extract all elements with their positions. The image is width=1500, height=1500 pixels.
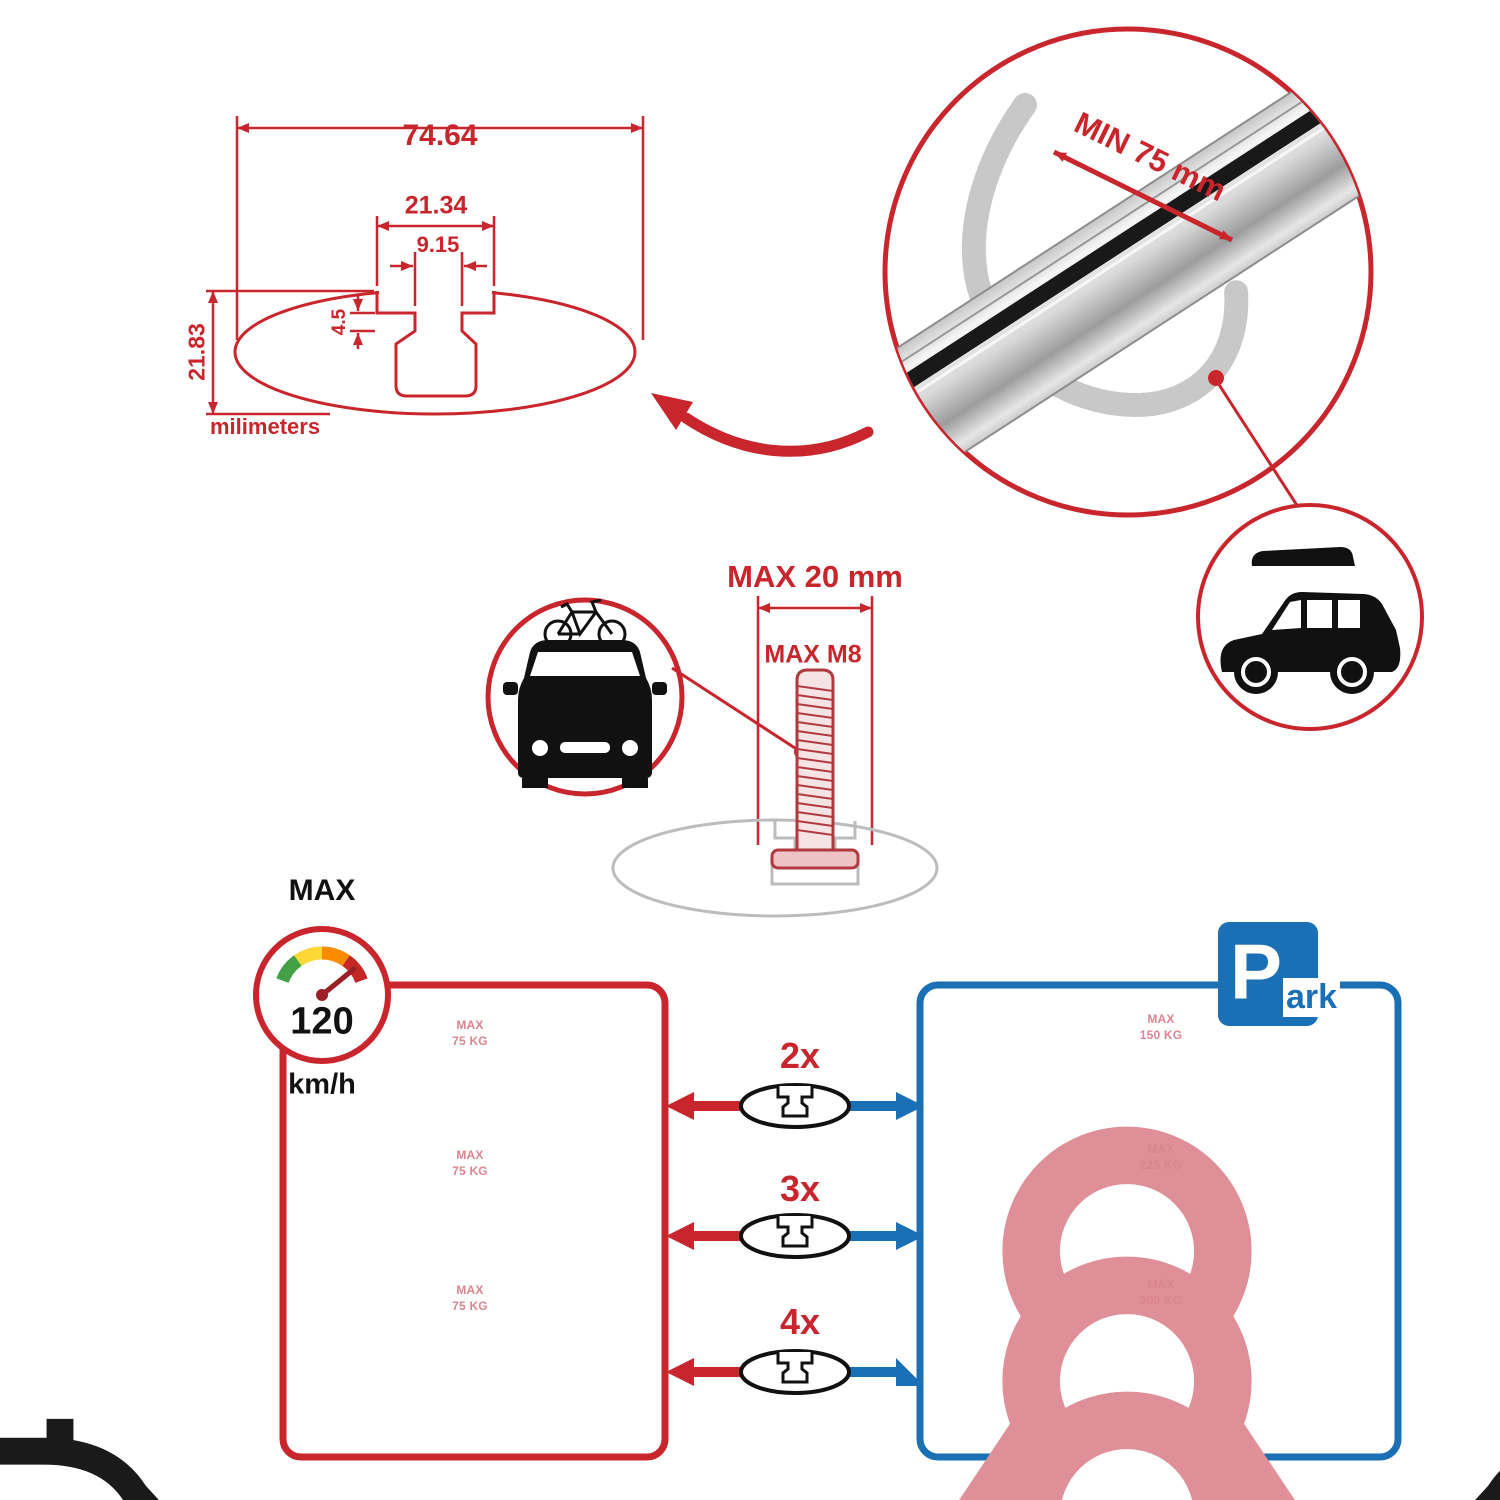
right-arrow-blue	[844, 1358, 924, 1386]
speed-zone-box	[279, 981, 669, 1461]
left-arrow-red	[666, 1092, 746, 1120]
parked-load-label-3: MAX 300 KG	[1140, 1277, 1183, 1308]
car-roofbox-circle	[1196, 503, 1424, 731]
profile-ghost	[611, 818, 939, 918]
left-arrow-red	[666, 1222, 746, 1250]
speed-unit: km/h	[288, 1068, 356, 1101]
dim-slot-outer: 21.34	[404, 191, 468, 220]
load-max: MAX	[1147, 1142, 1175, 1156]
t-bolt-icon	[770, 668, 860, 870]
min-span-arrow	[1052, 149, 1234, 243]
load-value: 300 KG	[1139, 1292, 1183, 1307]
bike-car-front-circle	[485, 597, 806, 797]
bar-detail-circle	[882, 26, 1374, 518]
unit-label: milimeters	[210, 414, 321, 439]
load-max: MAX	[1147, 1012, 1175, 1026]
load-value: 150 KG	[1139, 1027, 1183, 1042]
bar-count-4x: 4x	[779, 1301, 821, 1342]
bar-count-2x: 2x	[779, 1035, 821, 1076]
red-locator-dot	[1208, 370, 1224, 386]
bolt-thread-label: MAX M8	[764, 640, 862, 669]
driving-load-label-3: MAX 75 KG	[452, 1283, 488, 1314]
driving-load-label-1: MAX 75 KG	[452, 1018, 488, 1049]
pointer-arrow-to-profile	[651, 393, 874, 457]
load-value: 75 KG	[452, 1298, 488, 1313]
load-max: MAX	[456, 1018, 484, 1032]
parked-load-label-2: MAX 225 KG	[1140, 1142, 1183, 1173]
profile-cross-section-diagram	[206, 116, 645, 416]
left-arrow-red	[666, 1358, 746, 1386]
bar-ellipse-icon	[739, 1349, 851, 1395]
car-front-icon	[503, 640, 667, 788]
connector-line-to-car	[1214, 379, 1302, 511]
bolt-max-width-label: MAX 20 mm	[727, 559, 903, 594]
bar-count-3x: 3x	[779, 1168, 821, 1209]
bolt-diagram	[611, 596, 939, 918]
bar-ellipse-icon	[739, 1213, 851, 1259]
dim-total-width: 74.64	[402, 119, 478, 152]
right-arrow-blue	[844, 1092, 924, 1120]
driving-load-label-2: MAX 75 KG	[452, 1148, 488, 1179]
parking-letter: P	[1229, 927, 1283, 1016]
right-arrow-blue	[844, 1222, 924, 1250]
load-value: 225 KG	[1139, 1157, 1183, 1172]
load-value: 75 KG	[452, 1163, 488, 1178]
dimension-lines	[206, 116, 645, 416]
speed-value: 120	[290, 1000, 354, 1043]
bolt-dimension-lines	[756, 596, 874, 845]
dim-step-depth: 4.5	[329, 308, 350, 336]
bar-ellipse-icon	[739, 1083, 851, 1129]
parked-load-label-1: MAX 150 KG	[1140, 1012, 1183, 1043]
speed-max-label: MAX	[288, 874, 356, 907]
dim-slot-inner: 9.15	[416, 232, 460, 257]
parking-suffix: ark	[1283, 978, 1341, 1017]
t-slot-profile	[375, 291, 496, 398]
load-max: MAX	[456, 1148, 484, 1162]
bar-count-column	[666, 1083, 924, 1395]
load-max: MAX	[456, 1283, 484, 1297]
dim-total-height: 21.83	[183, 323, 210, 381]
slot-opening-mask	[379, 285, 492, 299]
load-value: 75 KG	[452, 1033, 488, 1048]
gauge-needle	[319, 966, 357, 998]
car-with-roofbox-icon	[1220, 547, 1401, 694]
connector-line-to-bolt	[671, 666, 799, 752]
load-max: MAX	[1147, 1277, 1175, 1291]
speed-gauge-icon	[253, 926, 391, 1064]
